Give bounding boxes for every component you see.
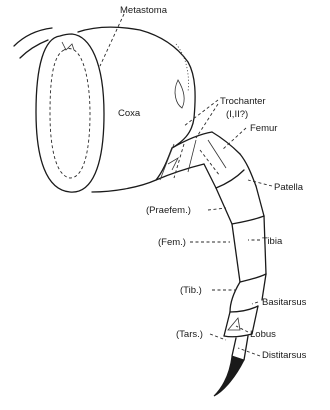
label-tars: (Tars.) bbox=[176, 329, 203, 340]
label-praefem: (Praefem.) bbox=[146, 205, 191, 216]
label-femur: Femur bbox=[250, 123, 277, 134]
label-coxa: Coxa bbox=[118, 108, 141, 119]
label-patella: Patella bbox=[274, 182, 304, 193]
label-trochanter-note: (I,II?) bbox=[226, 109, 248, 120]
label-fem: (Fem.) bbox=[158, 237, 186, 248]
patella-segment bbox=[216, 154, 264, 224]
leader-lines bbox=[100, 14, 272, 356]
label-metastoma: Metastoma bbox=[120, 5, 168, 16]
metastoma-plate bbox=[36, 34, 104, 192]
body-fragment bbox=[14, 28, 52, 58]
distitarsus-claw bbox=[214, 336, 248, 396]
label-basitarsus: Basitarsus bbox=[262, 297, 307, 308]
label-tib: (Tib.) bbox=[180, 285, 202, 296]
label-trochanter: Trochanter bbox=[220, 96, 266, 107]
femur-segment bbox=[200, 132, 240, 188]
basitarsus-segment bbox=[230, 274, 266, 312]
label-tibia: Tibia bbox=[262, 236, 283, 247]
label-lobus: Lobus bbox=[250, 329, 276, 340]
tibia-segment bbox=[232, 216, 266, 282]
label-distitarsus: Distitarsus bbox=[262, 350, 307, 361]
